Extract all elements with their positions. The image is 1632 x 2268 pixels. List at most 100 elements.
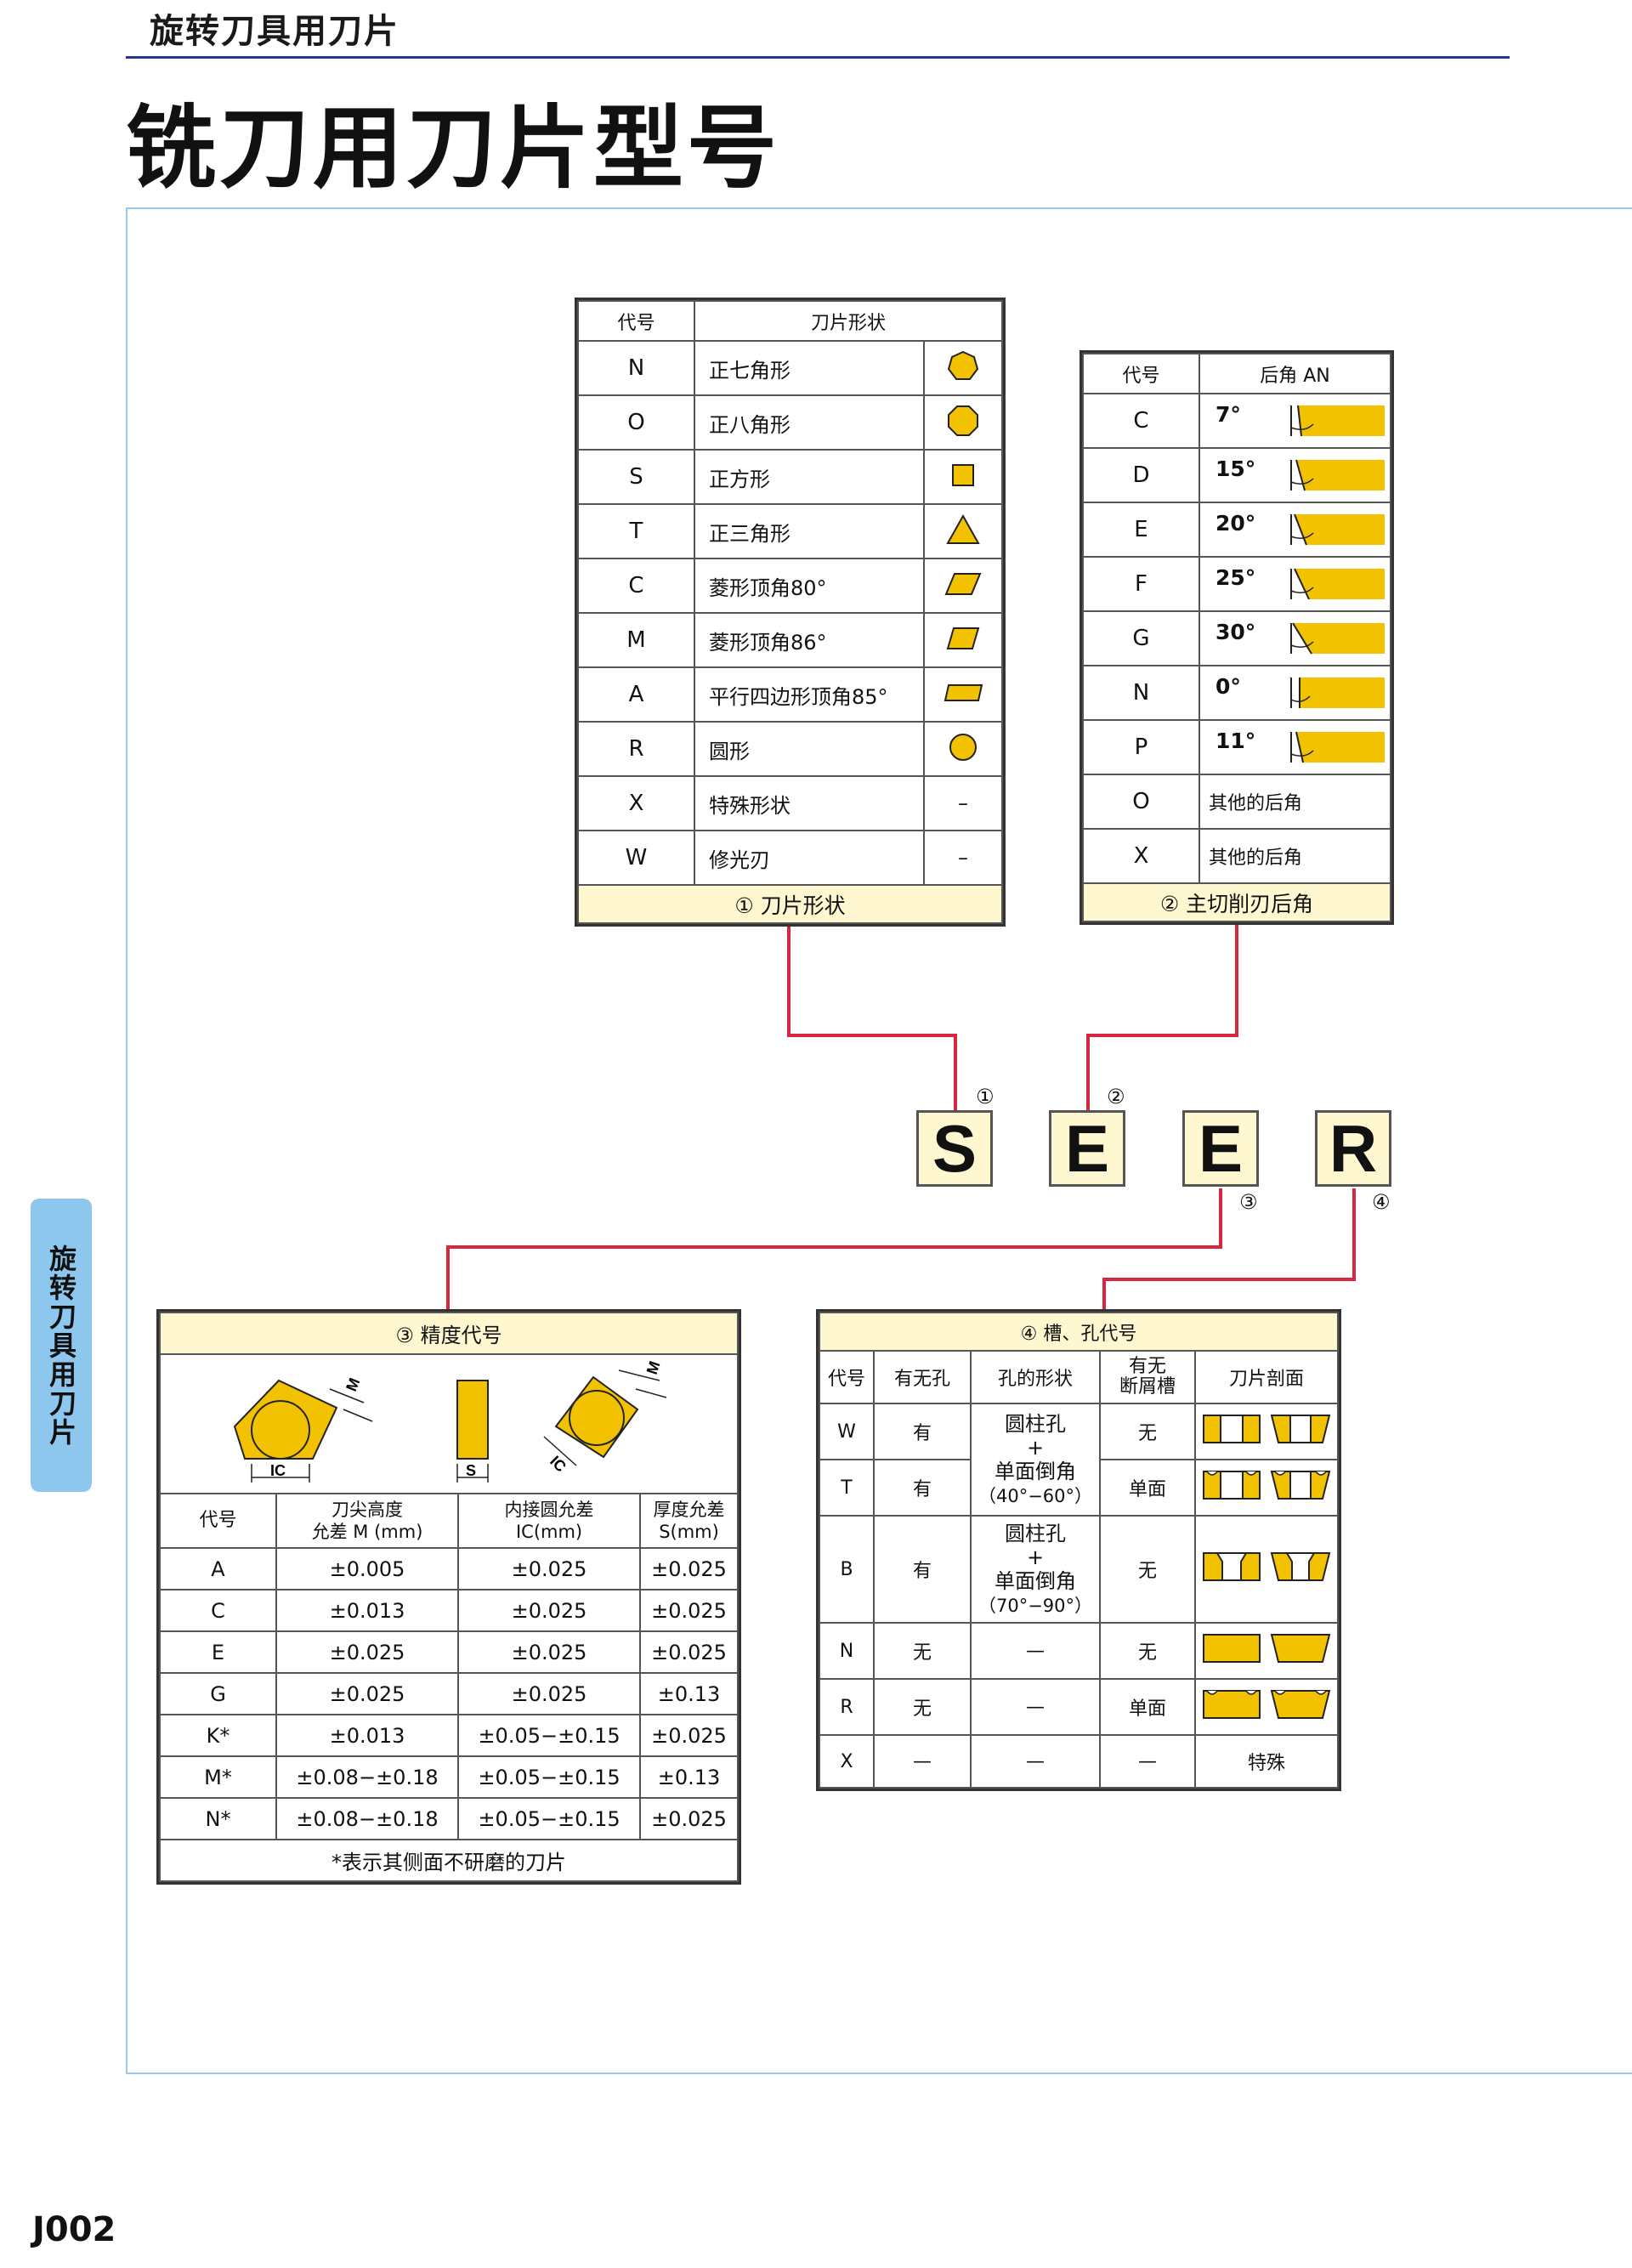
table-row: O 其他的后角 <box>1082 774 1391 830</box>
chip-value: — <box>1099 1734 1196 1789</box>
code-cell: M <box>577 612 695 668</box>
m-value: ±0.005 <box>275 1547 460 1590</box>
hole-header-shape: 孔的形状 <box>970 1350 1101 1404</box>
m-value: ±0.013 <box>275 1589 460 1632</box>
s-value: ±0.025 <box>639 1714 739 1757</box>
ic-value: ±0.05−±0.15 <box>457 1714 642 1757</box>
hole-table-title: ④ 槽、孔代号 <box>819 1312 1339 1352</box>
clearance-table-footer: ② 主切削刃后角 <box>1082 882 1391 922</box>
hole-table: ④ 槽、孔代号 代号 有无孔 孔的形状 有无断屑槽 刀片剖面 W 有 圆柱孔 +… <box>816 1309 1341 1791</box>
dash-icon: – <box>923 775 1003 831</box>
table-row: D 15° <box>1082 447 1391 503</box>
dash-icon: – <box>923 830 1003 886</box>
designation-letter-3: E <box>1182 1110 1259 1187</box>
code-cell: C <box>1082 393 1200 449</box>
m-value: ±0.025 <box>275 1630 460 1674</box>
s-value: ±0.13 <box>639 1755 739 1799</box>
parallelogram-icon <box>944 684 983 701</box>
tol-header-ic1: 内接圆允差 <box>504 1500 594 1520</box>
code-cell: A <box>159 1547 277 1590</box>
section-solid-groove-icon <box>1203 1690 1331 1719</box>
m-value: ±0.08−±0.18 <box>275 1797 460 1840</box>
s-value: ±0.025 <box>639 1630 739 1674</box>
page-number: J002 <box>32 2210 116 2249</box>
code-cell: N* <box>159 1797 277 1840</box>
chip-value: 单面 <box>1099 1459 1196 1517</box>
designation-letter-2: E <box>1049 1110 1125 1187</box>
chip-value: 无 <box>1099 1622 1196 1680</box>
clearance-header-angle: 后角 AN <box>1198 353 1391 394</box>
shape-line: 单面倒角 <box>994 1459 1076 1483</box>
hole-value: 有 <box>873 1515 972 1624</box>
clearance-angle-icon <box>1290 568 1385 600</box>
shape-name: 正方形 <box>694 449 925 505</box>
code-cell: C <box>159 1589 277 1632</box>
table-row: P 11° <box>1082 719 1391 775</box>
angle-value: 15° <box>1216 456 1256 481</box>
code-cell: G <box>159 1672 277 1715</box>
m-label-1: M <box>343 1375 363 1393</box>
code-cell: M* <box>159 1755 277 1799</box>
ic-value: ±0.025 <box>457 1547 642 1590</box>
tol-header-m1: 刀尖高度 <box>332 1500 404 1520</box>
code-cell: X <box>577 775 695 831</box>
code-cell: P <box>1082 719 1200 775</box>
hole-value: 无 <box>873 1622 972 1680</box>
table-row: R 无 — 单面 <box>819 1678 1339 1736</box>
page-title: 铣刀用刀片型号 <box>126 96 780 201</box>
section-hole-groove-icon <box>1203 1471 1331 1500</box>
hole-value: — <box>873 1734 972 1789</box>
heptagon-icon <box>947 350 979 380</box>
table-row: M 菱形顶角86° <box>577 612 1003 668</box>
table-row: E±0.025±0.025±0.025 <box>159 1630 739 1674</box>
hole-header-chip2: 断屑槽 <box>1119 1376 1176 1398</box>
octagon-icon <box>948 405 978 436</box>
code-cell: X <box>819 1734 875 1789</box>
code-cell: E <box>1082 502 1200 558</box>
table-row: C 7° <box>1082 393 1391 449</box>
shape-line: + <box>1026 1545 1045 1569</box>
angle-value: 其他的后角 <box>1198 828 1391 884</box>
shape-name: 菱形顶角86° <box>694 612 925 668</box>
hole-value: 有 <box>873 1403 972 1460</box>
clearance-angle-icon <box>1290 678 1385 708</box>
ic-value: ±0.05−±0.15 <box>457 1755 642 1799</box>
table-row: R 圆形 <box>577 721 1003 777</box>
table-row: W 有 圆柱孔 + 单面倒角 （40°−60°） 无 <box>819 1403 1339 1517</box>
section-solid-icon <box>1203 1634 1331 1663</box>
clearance-angle-icon <box>1290 405 1385 437</box>
shape-name: 修光刃 <box>694 830 925 886</box>
code-cell: N <box>1082 665 1200 721</box>
code-cell: R <box>819 1678 875 1736</box>
s-value: ±0.13 <box>639 1672 739 1715</box>
side-chapter-tab[interactable]: 旋转刀具用刀片 <box>31 1199 92 1492</box>
shape-name: 正三角形 <box>694 503 925 559</box>
marker-4: ④ <box>1372 1190 1391 1214</box>
table-row: N 0° <box>1082 665 1391 721</box>
table-row: K*±0.013±0.05−±0.15±0.025 <box>159 1714 739 1757</box>
chip-value: 无 <box>1099 1515 1196 1624</box>
table-row: T 正三角形 <box>577 503 1003 559</box>
shape-header-shape: 刀片形状 <box>694 300 1003 342</box>
code-cell: E <box>159 1630 277 1674</box>
shape-value: — <box>970 1734 1101 1789</box>
hole-header-section: 刀片剖面 <box>1194 1350 1339 1404</box>
section-title: 旋转刀具用刀片 <box>150 12 400 51</box>
m-value: ±0.013 <box>275 1714 460 1757</box>
tol-header-code: 代号 <box>159 1493 277 1549</box>
hole-value: 无 <box>873 1678 972 1736</box>
connector-2 <box>1086 920 1238 1110</box>
table-row: N 无 — 无 <box>819 1622 1339 1680</box>
code-cell: O <box>1082 774 1200 830</box>
shape-table-footer: ① 刀片形状 <box>577 884 1003 924</box>
tol-header-m2: 允差 M (mm) <box>311 1522 423 1542</box>
shape-name: 圆形 <box>694 721 925 777</box>
shape-header-code: 代号 <box>577 300 695 342</box>
code-cell: G <box>1082 610 1200 666</box>
ic-value: ±0.025 <box>457 1630 642 1674</box>
code-cell: S <box>577 449 695 505</box>
m-value: ±0.025 <box>275 1672 460 1715</box>
tol-header-s1: 厚度允差 <box>653 1500 725 1520</box>
ic-value: ±0.05−±0.15 <box>457 1797 642 1840</box>
section-text: 特殊 <box>1194 1734 1339 1789</box>
